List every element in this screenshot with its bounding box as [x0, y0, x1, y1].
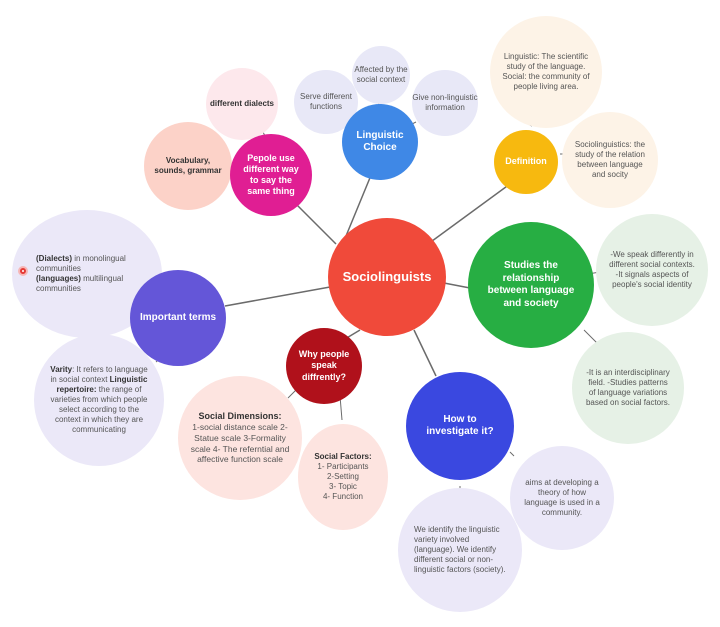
investigate-node: How to investigate it? [406, 372, 514, 480]
connector-investigate [413, 329, 437, 377]
investigate-detail-aims: aims at developing a theory of how langu… [510, 446, 614, 550]
connector-important-terms [224, 286, 331, 307]
why-speak-node: Why people speak diffrently? [286, 328, 362, 404]
definition-node: Definition [494, 130, 558, 194]
connector-studies [443, 282, 471, 289]
lc-detail-give: Give non-linguistic information [412, 70, 478, 136]
connector-inv-aims [509, 451, 515, 457]
investigate-detail-identify: We identify the linguistic variety invol… [398, 488, 522, 612]
connector-definition [427, 183, 511, 245]
why-detail-social-dimensions: Social Dimensions: 1-social distance sca… [178, 376, 302, 500]
important-terms-detail-varity: Varity: It refers to language in social … [34, 334, 164, 466]
center-node: Sociolinguists [328, 218, 446, 336]
people-use-detail-dialects: different dialects [206, 68, 278, 140]
people-use-detail-vocabulary: Vocabulary, sounds, grammar [144, 122, 232, 210]
bullet-icon [18, 266, 28, 276]
definition-detail-linguistic: Linguistic: The scientific study of the … [490, 16, 602, 128]
important-terms-node: Important terms [130, 270, 226, 366]
people-use-node: Pepole use different way to say the same… [230, 134, 312, 216]
studies-node: Studies the relationship between languag… [468, 222, 594, 348]
connector-linguistic-choice [345, 167, 375, 237]
linguistic-choice-node: Linguistic Choice [342, 104, 418, 180]
studies-detail-speak: -We speak differently in different socia… [596, 214, 708, 326]
studies-detail-interdisciplinary: -It is an interdisciplinary field. -Stud… [572, 332, 684, 444]
definition-detail-sociolinguistics: Sociolinguistics: the study of the relat… [562, 112, 658, 208]
lc-detail-affected: Affected by the social context [352, 46, 410, 104]
why-detail-social-factors: Social Factors: 1- Participants 2-Settin… [298, 424, 388, 530]
